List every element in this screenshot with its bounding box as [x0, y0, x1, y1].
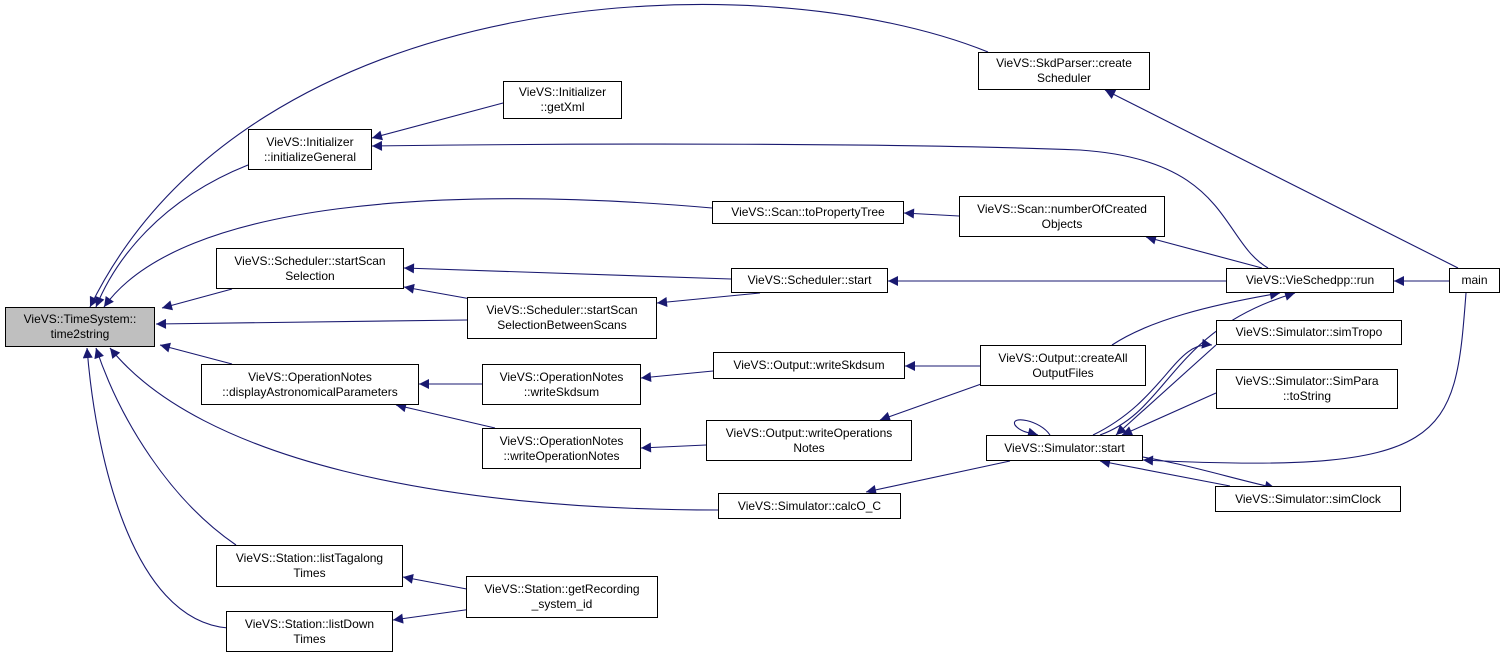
edge-createall-to-run — [1111, 289, 1281, 346]
node-label: VieVS::Scan::numberOfCreated Objects — [977, 201, 1147, 231]
node-simulator-calcoc[interactable]: VieVS::Simulator::calcO_C — [718, 493, 901, 519]
node-label: VieVS::Output::writeOperations Notes — [725, 425, 893, 455]
node-label: VieVS::VieSchedpp::run — [1245, 273, 1375, 287]
node-output-writeskdsum[interactable]: VieVS::Output::writeSkdsum — [713, 352, 905, 379]
node-label: VieVS::Simulator::calcO_C — [737, 498, 882, 513]
node-label: VieVS::Output::createAll OutputFiles — [998, 350, 1128, 380]
node-label: VieVS::TimeSystem:: time2string — [23, 312, 137, 341]
node-label: VieVS::Scan::toPropertyTree — [731, 205, 885, 219]
node-station-listtagalongtimes[interactable]: VieVS::Station::listTagalong Times — [216, 545, 403, 587]
node-label: VieVS::Station::listDown Times — [244, 616, 375, 646]
edge-main-to-simstart — [1142, 292, 1467, 466]
edge-scancount-to-scantree — [903, 208, 960, 219]
node-label: VieVS::Initializer ::getXml — [518, 85, 607, 114]
node-label: VieVS::Scheduler::start — [747, 273, 872, 287]
node-station-getrecordingsystemid[interactable]: VieVS::Station::getRecording _system_id — [466, 576, 658, 618]
node-main[interactable]: main — [1449, 268, 1500, 293]
edge-simtropo-to-simstart — [1115, 344, 1217, 436]
node-operationnotes-writeskdsum[interactable]: VieVS::OperationNotes ::writeSkdsum — [482, 364, 641, 405]
edge-tagalong-to-time2string — [94, 347, 237, 546]
edge-between-to-startscansel — [403, 283, 472, 300]
edge-between-to-time2string — [155, 318, 468, 329]
node-label: VieVS::OperationNotes ::displayAstronomi… — [222, 369, 398, 399]
node-label: VieVS::Scheduler::startScan Selection — [234, 253, 386, 283]
edge-simstart-to-run — [1099, 291, 1296, 436]
node-operationnotes-writeoperationnotes[interactable]: VieVS::OperationNotes ::writeOperationNo… — [482, 428, 641, 469]
edge-simstart-to-createall — [1092, 338, 1213, 436]
edge-main-to-skdcreate — [1104, 89, 1459, 269]
node-label: VieVS::Station::listTagalong Times — [235, 551, 384, 580]
node-scheduler-startscanselection[interactable]: VieVS::Scheduler::startScan Selection — [216, 248, 404, 289]
edge-skdcreate-to-time2string — [89, 3, 989, 308]
node-label: VieVS::Initializer ::initializeGeneral — [263, 134, 357, 164]
edge-opwrite-to-opdisplay — [395, 402, 496, 429]
node-output-writeoperationsnotes[interactable]: VieVS::Output::writeOperations Notes — [706, 420, 912, 461]
node-label: VieVS::Simulator::start — [1004, 440, 1125, 455]
node-simulator-start[interactable]: VieVS::Simulator::start — [986, 435, 1143, 461]
node-label: VieVS::Simulator::SimPara ::toString — [1235, 374, 1379, 403]
node-operationnotes-displayastronomicalparameters[interactable]: VieVS::OperationNotes ::displayAstronomi… — [201, 364, 419, 405]
edge-simclock-to-simstart — [1099, 457, 1231, 487]
node-simulator-simclock[interactable]: VieVS::Simulator::simClock — [1215, 486, 1401, 512]
node-label: main — [1461, 273, 1488, 287]
node-simulator-simpara-tostring[interactable]: VieVS::Simulator::SimPara ::toString — [1216, 369, 1398, 409]
node-vieschedpp-run[interactable]: VieVS::VieSchedpp::run — [1226, 268, 1394, 293]
node-label: VieVS::Simulator::simTropo — [1235, 325, 1383, 339]
edge-simstart-to-calcoc — [865, 460, 1011, 495]
node-scan-numberofcreatedobjects[interactable]: VieVS::Scan::numberOfCreated Objects — [959, 196, 1165, 237]
edge-scantree-to-time2string — [103, 198, 713, 308]
node-scan-topropertytree[interactable]: VieVS::Scan::toPropertyTree — [712, 201, 904, 224]
node-station-listdowntimes[interactable]: VieVS::Station::listDown Times — [226, 611, 393, 652]
edge-startscansel-to-time2string — [161, 288, 233, 311]
node-time2string[interactable]: VieVS::TimeSystem:: time2string — [5, 307, 155, 347]
edge-createall-to-outopnotes — [879, 382, 985, 422]
node-skdparser-createscheduler[interactable]: VieVS::SkdParser::create Scheduler — [978, 52, 1150, 90]
node-scheduler-start[interactable]: VieVS::Scheduler::start — [731, 268, 888, 293]
edge-recid-to-listdown — [392, 608, 473, 624]
node-label: VieVS::Scheduler::startScan SelectionBet… — [486, 303, 638, 332]
edge-getxml-to-initgeneral — [371, 102, 504, 141]
node-label: VieVS::OperationNotes ::writeSkdsum — [499, 369, 624, 399]
edge-initgeneral-to-time2string — [95, 164, 249, 308]
edge-outopnotes-to-opwrite — [640, 442, 707, 453]
node-label: VieVS::Station::getRecording _system_id — [484, 582, 640, 611]
node-label: VieVS::SkdParser::create Scheduler — [996, 56, 1132, 85]
edge-listdown-to-time2string — [82, 347, 229, 629]
edge-simstart-self-loop — [1014, 419, 1051, 438]
node-output-createalloutputfiles[interactable]: VieVS::Output::createAll OutputFiles — [980, 345, 1146, 386]
edge-schedstart-to-between — [656, 292, 761, 308]
node-label: VieVS::Output::writeSkdsum — [733, 358, 885, 372]
edge-run-to-scancount — [1145, 234, 1263, 269]
edge-schedstart-to-startscansel — [403, 263, 732, 280]
edge-outskdsum-to-opskdsum — [640, 370, 714, 383]
edge-calcoc-to-time2string — [109, 347, 719, 511]
node-label: VieVS::Simulator::simClock — [1235, 491, 1381, 506]
node-initializer-getxml[interactable]: VieVS::Initializer ::getXml — [503, 81, 622, 119]
node-initializer-initializegeneral[interactable]: VieVS::Initializer ::initializeGeneral — [248, 129, 372, 170]
node-label: VieVS::OperationNotes ::writeOperationNo… — [499, 433, 624, 463]
edge-simpara-to-simstart — [1121, 392, 1217, 436]
edge-run-to-initgeneral — [371, 140, 1269, 269]
node-scheduler-startscanselectionbetweenscans[interactable]: VieVS::Scheduler::startScan SelectionBet… — [467, 297, 657, 339]
edge-recid-to-tagalong — [402, 573, 473, 591]
edge-opdisplay-to-time2string — [159, 342, 233, 365]
node-simulator-simtropo[interactable]: VieVS::Simulator::simTropo — [1216, 320, 1402, 345]
